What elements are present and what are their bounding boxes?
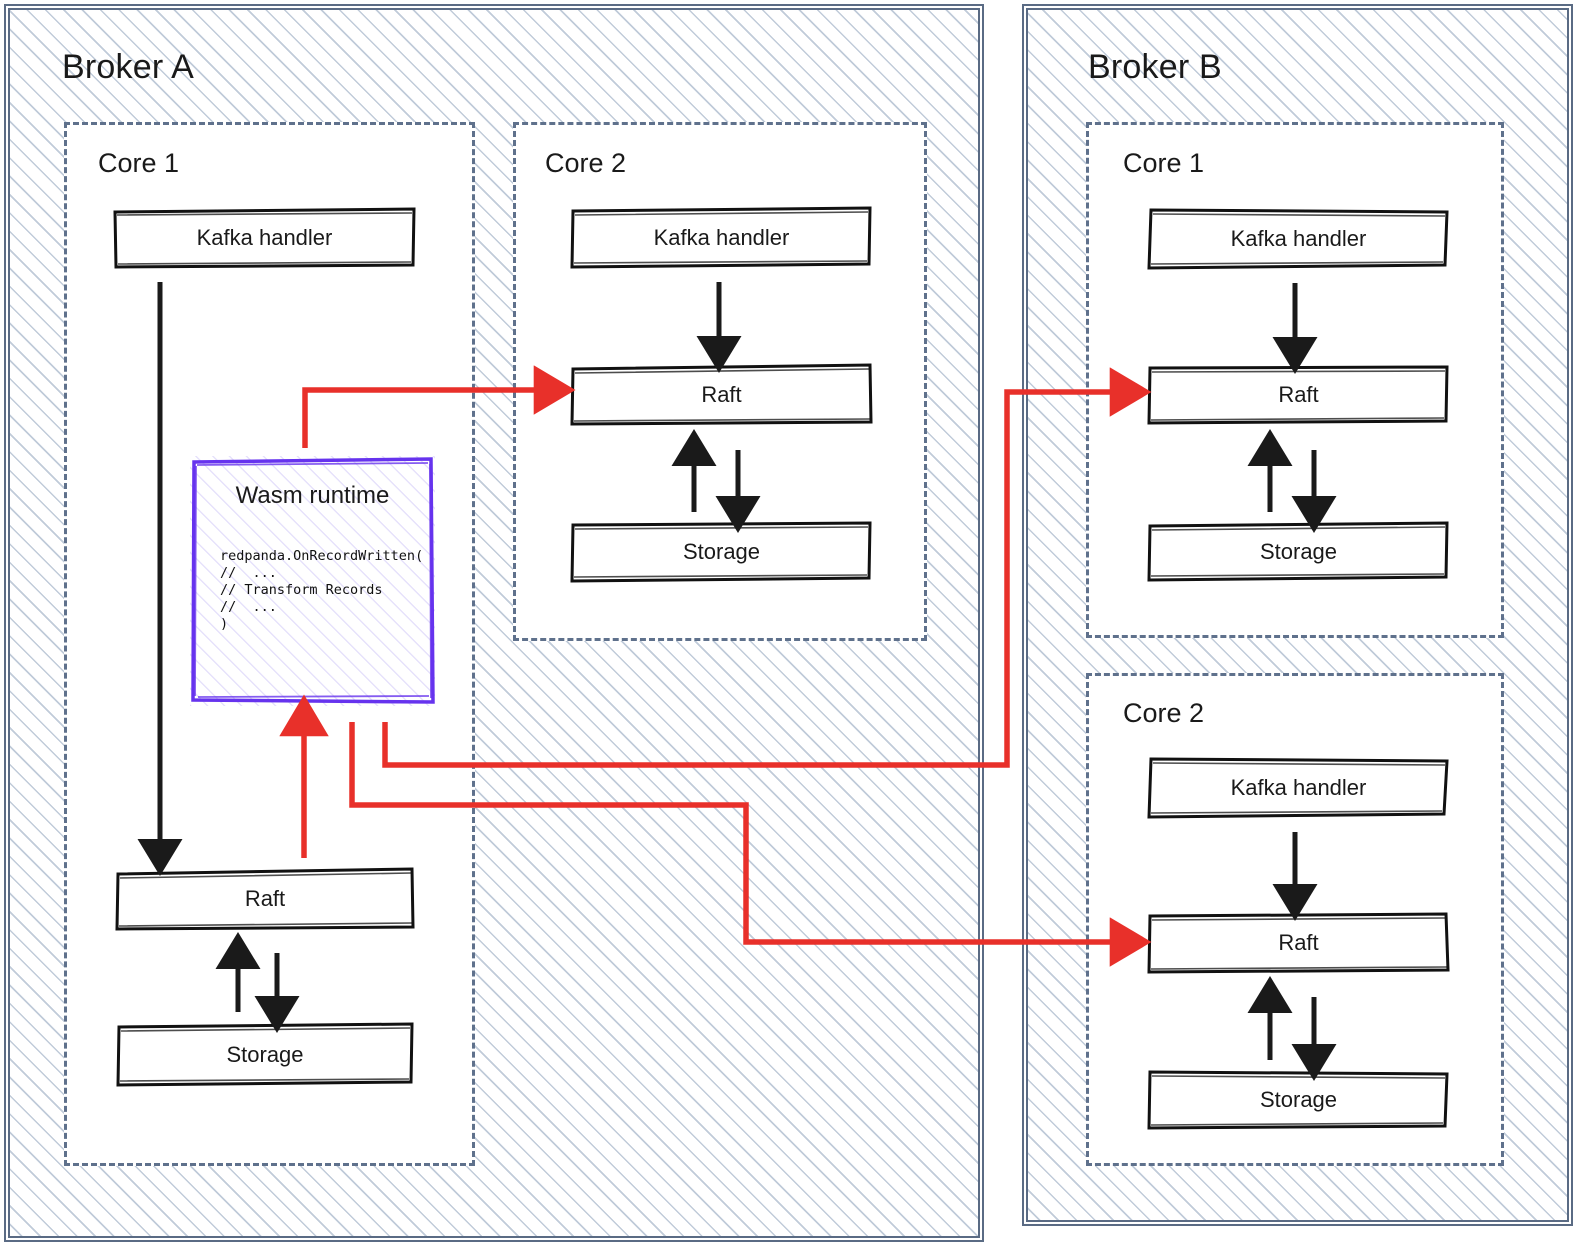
broker-a-core-2-title: Core 2 xyxy=(545,148,627,178)
broker-a-core-1-storage-box: Storage xyxy=(115,1022,415,1088)
box-label: Storage xyxy=(226,1042,304,1067)
broker-a-core-1-title: Core 1 xyxy=(98,148,180,178)
box-label: Kafka handler xyxy=(196,225,333,250)
sketch-outline xyxy=(113,207,416,269)
box-label: Raft xyxy=(1278,382,1319,407)
sketch-outline xyxy=(1147,208,1449,270)
broker-a-core-2-storage-box: Storage xyxy=(570,520,873,584)
box-label: Raft xyxy=(701,382,742,407)
box-label: Kafka handler xyxy=(1230,774,1367,800)
box-label: Storage xyxy=(1259,539,1338,564)
broker-a-core-2-raft-box: Raft xyxy=(570,362,873,428)
wasm-runtime-box: Wasm runtime redpanda.OnRecordWritten( /… xyxy=(190,456,435,706)
broker-b-core-2-raft-box: Raft xyxy=(1147,910,1450,976)
broker-a-core-1-raft-box: Raft xyxy=(115,866,415,932)
box-label: Raft xyxy=(1278,930,1319,955)
broker-b-core-2-title: Core 2 xyxy=(1123,698,1205,728)
broker-a-core-2-kafka-handler-box: Kafka handler xyxy=(570,205,873,270)
box-label: Kafka handler xyxy=(1230,225,1367,251)
sketch-outline xyxy=(570,206,872,269)
broker-a-core-1-kafka-handler-box: Kafka handler xyxy=(113,207,416,269)
broker-b-core-2-kafka-handler-box: Kafka handler xyxy=(1147,755,1450,820)
broker-b-core-1-storage-box: Storage xyxy=(1147,520,1450,584)
broker-b-core-1-raft-box: Raft xyxy=(1147,363,1450,427)
box-label: Storage xyxy=(1259,1087,1338,1112)
broker-b-core-1-title: Core 1 xyxy=(1123,148,1205,178)
broker-b-core-2-storage-box: Storage xyxy=(1147,1068,1450,1132)
box-label: Storage xyxy=(682,539,761,564)
broker-a-title: Broker A xyxy=(62,48,194,86)
broker-b-title: Broker B xyxy=(1088,48,1222,86)
broker-b-core-1-kafka-handler-box: Kafka handler xyxy=(1147,206,1450,271)
box-label: Raft xyxy=(244,886,286,911)
sketch-outline xyxy=(1147,757,1449,819)
box-label: Kafka handler xyxy=(653,224,790,250)
wasm-runtime-code: redpanda.OnRecordWritten( // ... // Tran… xyxy=(220,548,424,632)
wasm-runtime-title: Wasm runtime xyxy=(235,482,390,509)
